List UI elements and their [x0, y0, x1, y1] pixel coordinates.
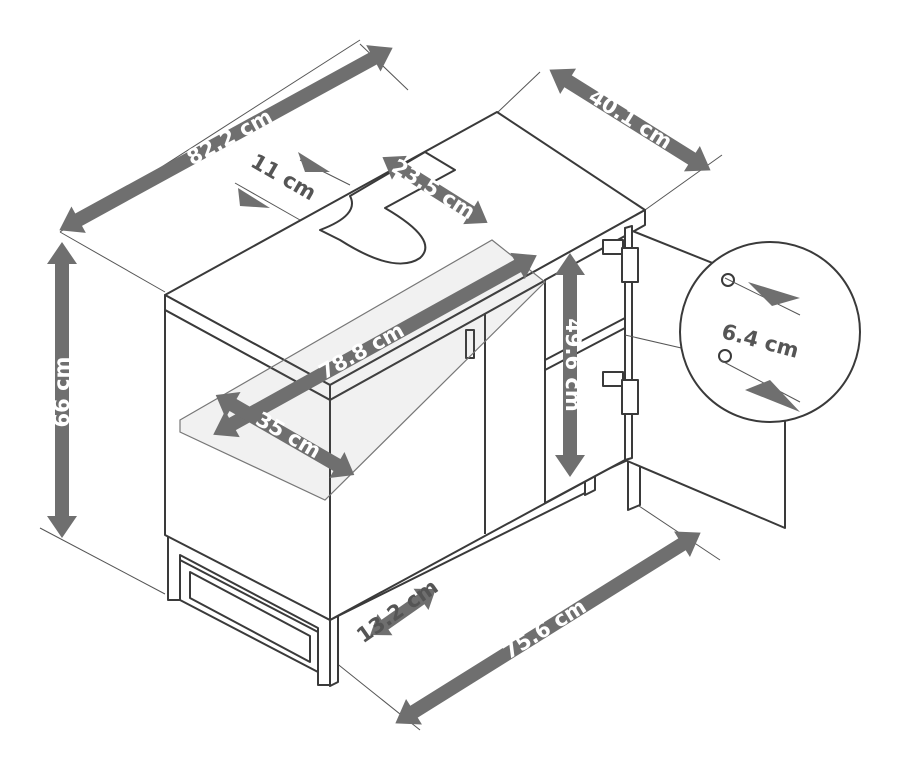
dim-arrow-cutout-depth-b — [238, 188, 270, 208]
dim-arrow-shelf-depth — [215, 392, 355, 478]
hinge-hole-lower — [718, 349, 732, 363]
lower-hinge-icon — [602, 371, 639, 415]
label-height: 66 cm — [50, 357, 74, 428]
dim-arrow-cutout-depth-a — [298, 152, 330, 172]
label-depth-top: 40.1 cm — [585, 84, 677, 154]
upper-hinge-icon — [602, 239, 639, 283]
dim-arrow-height — [47, 242, 77, 538]
label-base-width: 75.6 cm — [498, 594, 590, 664]
dim-arrow-width-top — [59, 45, 393, 233]
dim-arrow-cutout-width — [382, 155, 488, 225]
dim-arrow-shelf-width — [213, 252, 537, 438]
hinge-detail-callout — [624, 241, 861, 423]
dimension-arrows — [47, 45, 711, 725]
label-interior-height: 49.6 cm — [561, 318, 585, 411]
dim-arrow-base-height — [370, 588, 436, 636]
dim-arrow-interior-height — [555, 253, 585, 477]
label-cutout-depth: 11 cm — [247, 149, 320, 205]
dim-arrow-depth-top — [549, 68, 711, 172]
base-frame — [167, 447, 641, 687]
dim-arrow-base-width — [395, 531, 701, 725]
door-handle — [465, 329, 475, 359]
